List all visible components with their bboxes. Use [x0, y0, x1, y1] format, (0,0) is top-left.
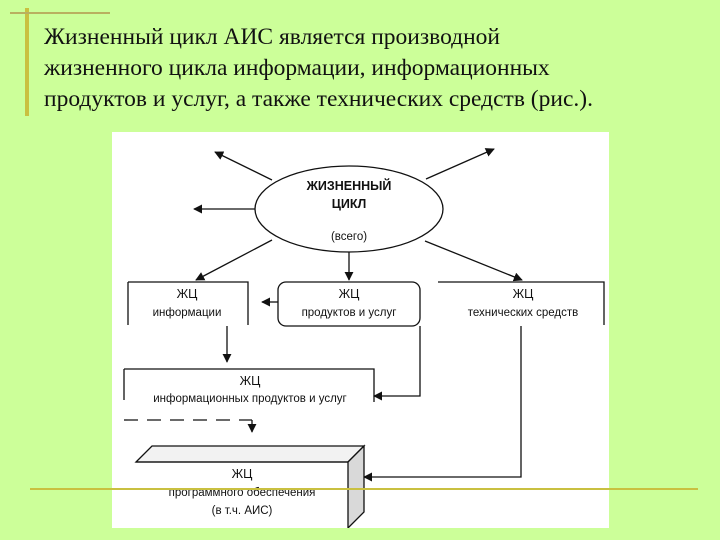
- software-box-side: [347, 444, 365, 530]
- arrow-tech-to-software: [363, 326, 522, 482]
- box-software-label-3: (в т.ч. АИС): [212, 505, 273, 517]
- accent-horizontal-line: [10, 12, 110, 14]
- center-label-2: ЦИКЛ: [332, 197, 367, 211]
- box-products-label-1: ЖЦ: [339, 287, 361, 301]
- arrow-products-to-infoproducts: [373, 326, 421, 401]
- software-box-top: [134, 445, 366, 463]
- arrow-up-left: [214, 151, 273, 181]
- box-infoproducts-frame: [123, 368, 375, 402]
- box-products-frame: [277, 281, 421, 327]
- diagram-panel: ЖИЗНЕННЫЙ ЦИКЛ (всего) ЖЦ информации ЖЦ …: [112, 132, 609, 530]
- center-label-1: ЖИЗНЕННЫЙ: [306, 178, 392, 193]
- box-software-label-1: ЖЦ: [232, 467, 254, 481]
- accent-vertical-line: [25, 8, 29, 116]
- box-info-frame: [127, 281, 249, 325]
- box-infoproducts-label-1: ЖЦ: [240, 374, 262, 388]
- box-software-label-2: программного обеспечения: [169, 487, 316, 499]
- box-info-label-2: информации: [153, 307, 222, 319]
- box-tech-label-1: ЖЦ: [513, 287, 535, 301]
- title-line-2: жизненного цикла информации, информацион…: [44, 55, 550, 81]
- box-info-label-1: ЖЦ: [177, 287, 199, 301]
- title-line-1: Жизненный цикл АИС является производной: [44, 24, 501, 50]
- lifecycle-diagram: ЖИЗНЕННЫЙ ЦИКЛ (всего) ЖЦ информации ЖЦ …: [123, 148, 605, 530]
- accent-bottom-line: [30, 488, 698, 490]
- box-infoproducts-label-2: информационных продуктов и услуг: [153, 393, 347, 405]
- arrow-down-left: [195, 239, 273, 281]
- title-line-3: продуктов и услуг, а также технических с…: [44, 86, 593, 112]
- center-label-3: (всего): [331, 231, 367, 243]
- box-products-label-2: продуктов и услуг: [302, 307, 397, 319]
- slide-title: Жизненный цикл АИС является производной …: [44, 22, 714, 115]
- arrow-down-right: [424, 240, 523, 282]
- box-tech-label-2: технических средств: [468, 307, 578, 319]
- arrow-up-right: [425, 148, 495, 180]
- box-tech-frame: [438, 281, 605, 325]
